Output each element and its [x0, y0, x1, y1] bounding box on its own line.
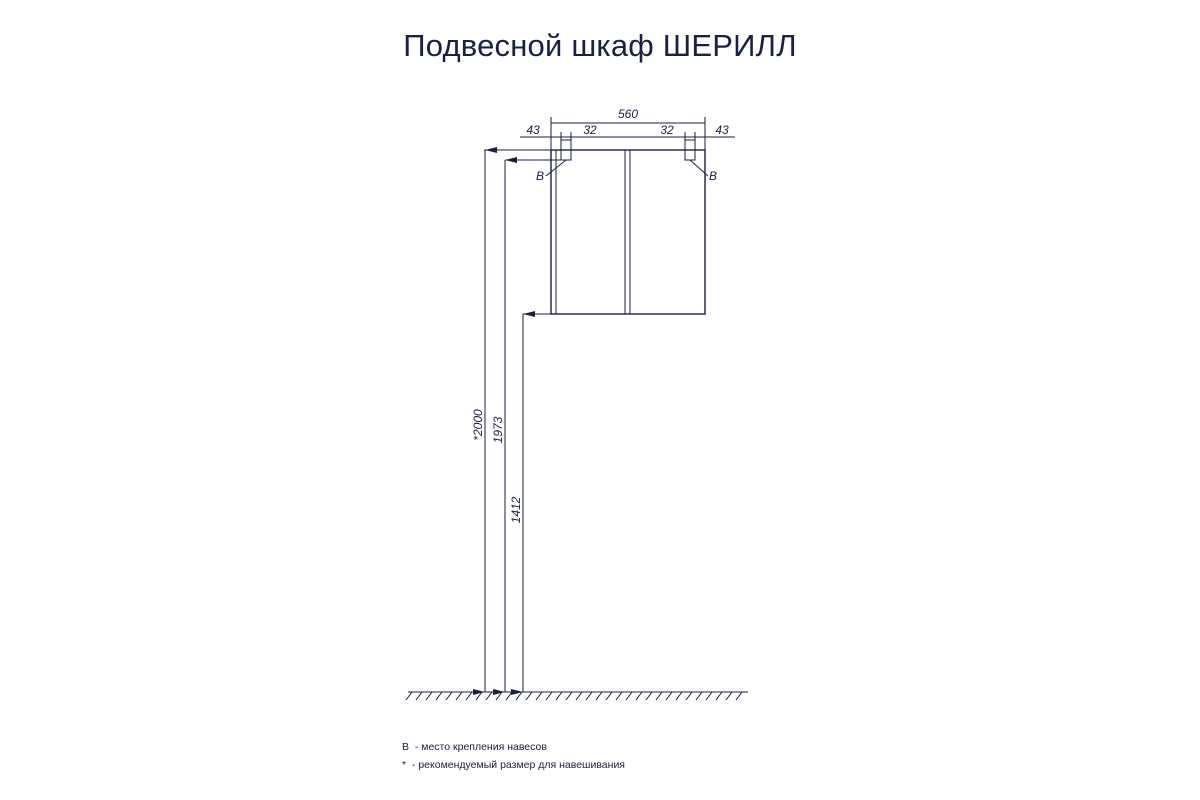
floor-hatch-mark	[705, 691, 713, 701]
floor-hatch-mark	[455, 691, 463, 701]
floor-hatch-mark	[645, 691, 653, 701]
floor-hatch-mark	[715, 691, 723, 701]
floor-hatch-mark	[575, 691, 583, 701]
floor-hatch-mark	[405, 691, 413, 701]
extension-lines	[484, 149, 561, 315]
floor-hatch-mark	[475, 691, 483, 701]
floor-hatch-mark	[725, 691, 733, 701]
floor-hatch-mark	[525, 691, 533, 701]
hinge-right-icon	[684, 139, 709, 177]
floor-hatch-mark	[415, 691, 423, 701]
left-offset-label: 43	[526, 123, 540, 137]
hinge-height-label: 1973	[491, 416, 505, 443]
floor-hatch-mark	[695, 691, 703, 701]
hinge-left-icon	[545, 139, 572, 177]
floor-hatch-mark	[495, 691, 503, 701]
offset-dimensions	[520, 132, 735, 160]
floor-hatch-mark	[485, 691, 493, 701]
floor-hatch-mark	[675, 691, 683, 701]
left-inner-label: 32	[583, 123, 597, 137]
floor-hatch-mark	[435, 691, 443, 701]
right-inner-label: 32	[660, 123, 674, 137]
floor-hatch-mark	[465, 691, 473, 701]
width-label: 560	[618, 107, 638, 121]
floor-hatch-mark	[605, 691, 613, 701]
floor-line	[405, 691, 748, 701]
floor-hatch-mark	[425, 691, 433, 701]
floor-hatch-mark	[565, 691, 573, 701]
hinge-right-label: В	[709, 169, 717, 183]
floor-hatch-mark	[545, 691, 553, 701]
total-height-label: *2000	[471, 409, 485, 441]
cabinet-body	[550, 149, 706, 315]
floor-hatch-mark	[665, 691, 673, 701]
floor-hatch-mark	[635, 691, 643, 701]
hinge-left-label: В	[536, 169, 544, 183]
floor-hatch-mark	[735, 691, 743, 701]
floor-hatch-mark	[535, 691, 543, 701]
floor-hatch-mark	[585, 691, 593, 701]
bottom-height-label: 1412	[509, 496, 523, 523]
floor-hatch-mark	[555, 691, 563, 701]
legend-recommended-note: * - рекомендуемый размер для навешивания	[402, 759, 625, 771]
right-offset-label: 43	[715, 123, 729, 137]
width-dimension	[550, 117, 706, 150]
legend-hinge-note: В - место крепления навесов	[402, 741, 547, 753]
floor-hatch-mark	[505, 691, 513, 701]
page-title: Подвесной шкаф ШЕРИЛЛ	[403, 28, 797, 63]
floor-hatch-mark	[685, 691, 693, 701]
floor-hatch-mark	[595, 691, 603, 701]
floor-hatch-mark	[445, 691, 453, 701]
floor-hatch-mark	[615, 691, 623, 701]
floor-hatch-mark	[655, 691, 663, 701]
floor-hatch-mark	[515, 691, 523, 701]
floor-hatch-mark	[625, 691, 633, 701]
